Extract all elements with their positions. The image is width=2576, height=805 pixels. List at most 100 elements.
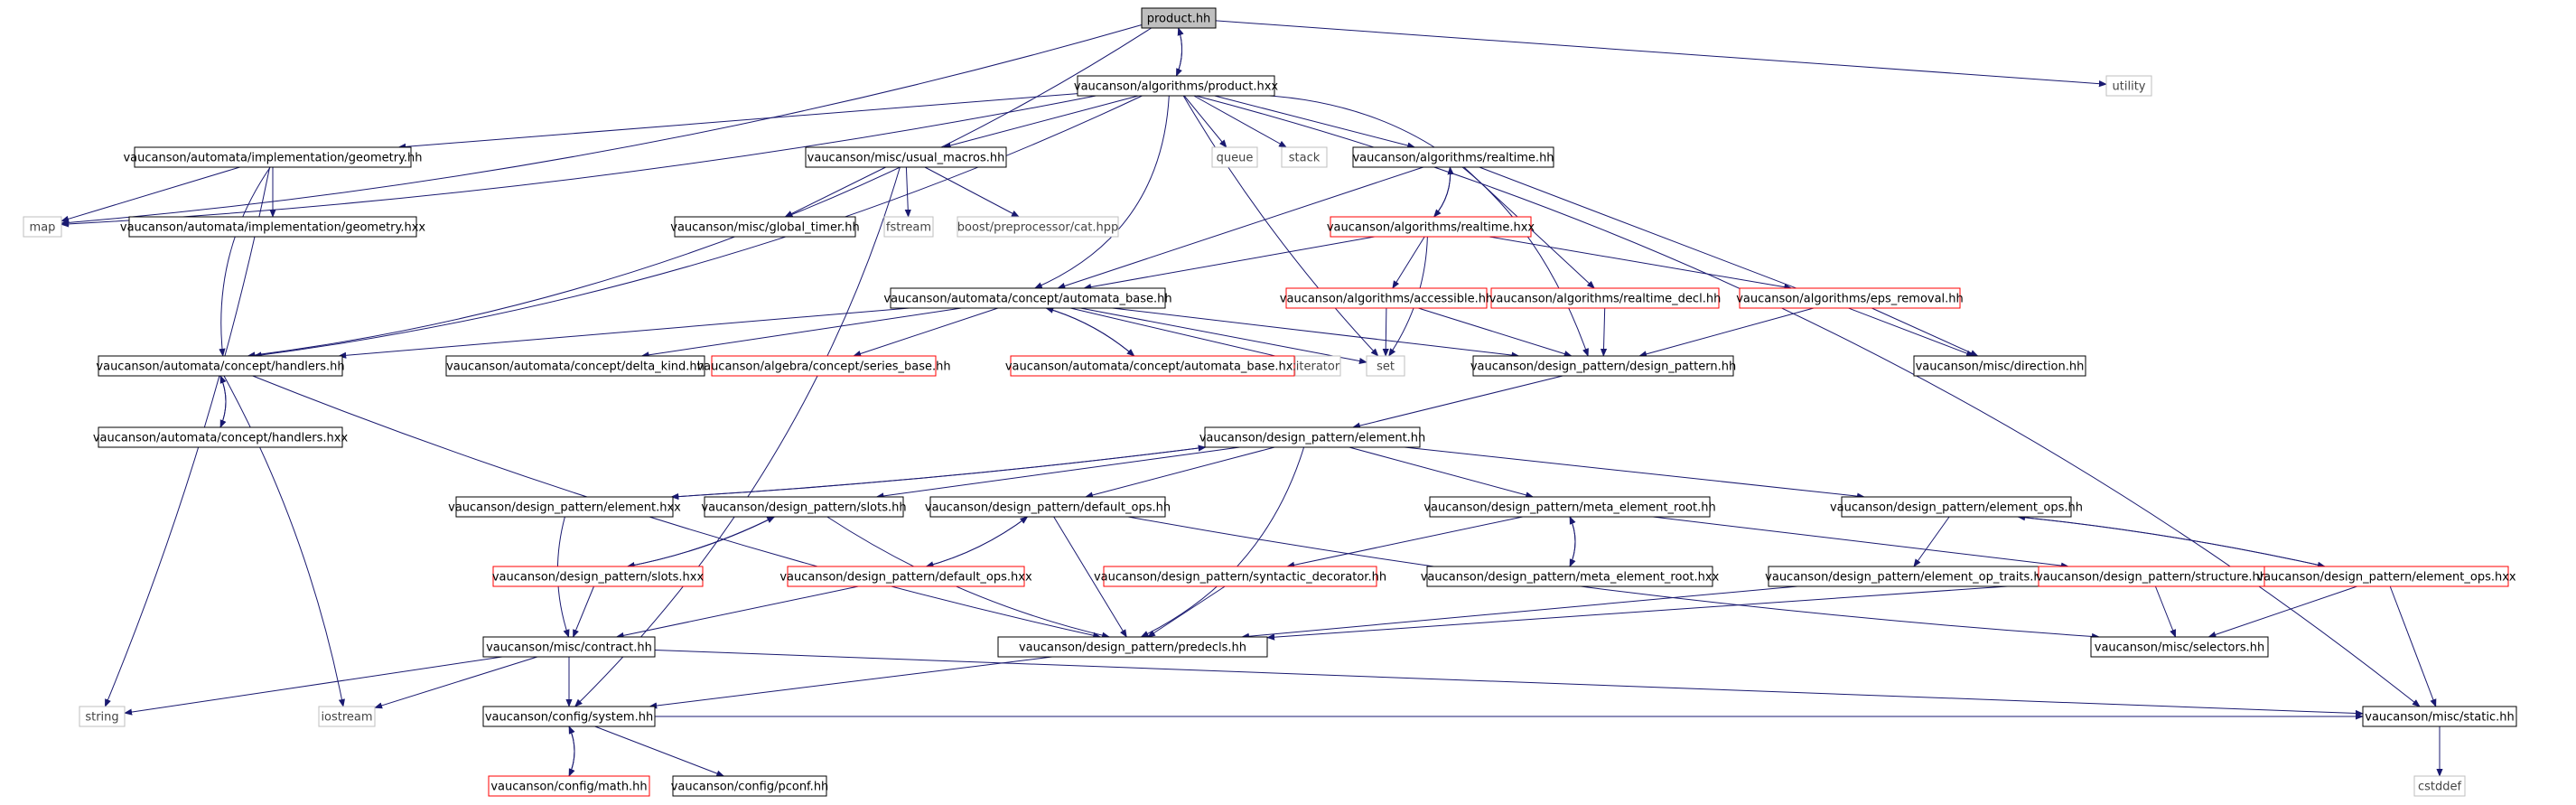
node-label: vaucanson/algorithms/realtime.hxx: [1327, 221, 1535, 235]
edge-product_hxx-to-usual_macros: [942, 95, 1139, 149]
node-label: boost/preprocessor/cat.hpp: [957, 221, 1118, 235]
node-geometry-hxx[interactable]: vaucanson/automata/implementation/geomet…: [120, 216, 426, 238]
node-accessible-hh[interactable]: vaucanson/algorithms/accessible.hh: [1280, 287, 1493, 309]
node-global-timer[interactable]: vaucanson/misc/global_timer.hh: [670, 216, 860, 238]
node-box: [997, 636, 1268, 658]
edge-product_hxx-to-handlers_hh: [253, 95, 1143, 359]
node-pconf-hh[interactable]: vaucanson/config/pconf.hh: [671, 775, 829, 797]
node-series-base[interactable]: vaucanson/algebra/concept/series_base.hh: [696, 355, 951, 377]
node-box: [98, 426, 343, 448]
node-selectors-hh[interactable]: vaucanson/misc/selectors.hh: [2090, 636, 2269, 658]
node-cstddef: cstddef: [2413, 775, 2466, 797]
edge-element_ops_hh-to-element_op_traits: [1913, 516, 1950, 567]
node-box: [482, 636, 656, 658]
node-automata-base-hxx[interactable]: vaucanson/automata/concept/automata_base…: [1005, 355, 1301, 377]
edge-product_hh-to-map: [61, 24, 1143, 227]
edge-element_hh-to-element_ops_hh: [1404, 446, 1865, 500]
node-queue: queue: [1211, 146, 1258, 168]
node-realtime-decl[interactable]: vaucanson/algorithms/realtime_decl.hh: [1489, 287, 1722, 309]
node-delta-kind[interactable]: vaucanson/automata/concept/delta_kind.hh: [445, 355, 705, 377]
node-slots-hh[interactable]: vaucanson/design_pattern/slots.hh: [701, 496, 907, 518]
node-box: [1010, 355, 1295, 377]
node-math-hh[interactable]: vaucanson/config/math.hh: [488, 775, 650, 797]
edge-default_ops_hh-to-selectors_hh: [1127, 516, 2100, 641]
node-slots-hxx[interactable]: vaucanson/design_pattern/slots.hxx: [492, 566, 705, 587]
node-label: set: [1377, 360, 1395, 374]
node-product-hh[interactable]: product.hh: [1141, 7, 1217, 29]
node-realtime-hxx[interactable]: vaucanson/algorithms/realtime.hxx: [1327, 216, 1535, 238]
node-element-hxx[interactable]: vaucanson/design_pattern/element.hxx: [448, 496, 681, 518]
node-box: [134, 146, 412, 168]
edge-geometry_hh-to-map: [61, 166, 240, 222]
node-element-ops-hh[interactable]: vaucanson/design_pattern/element_ops.hh: [1830, 496, 2083, 518]
node-box: [883, 216, 934, 238]
edge-design_pattern_hh-to-element_hh: [1351, 375, 1563, 429]
node-box: [128, 216, 417, 238]
node-box: [890, 287, 1166, 309]
node-label: vaucanson/design_pattern/design_pattern.…: [1470, 360, 1736, 374]
edge-usual_macros-to-boost_cat: [924, 166, 1020, 218]
edge-automata_base_hh-to-delta_kind: [640, 307, 962, 359]
node-static-hh[interactable]: vaucanson/misc/static.hh: [2362, 706, 2517, 727]
node-label: vaucanson/design_pattern/meta_element_ro…: [1423, 501, 1715, 515]
node-realtime-hh[interactable]: vaucanson/algorithms/realtime.hh: [1352, 146, 1554, 168]
node-label: vaucanson/config/pconf.hh: [671, 781, 829, 794]
edge-product_hxx-to-realtime_hh: [1214, 95, 1416, 149]
edge-element_ops_hh-to-element_ops_hxx: [2017, 516, 2326, 568]
node-default-ops-hh[interactable]: vaucanson/design_pattern/default_ops.hh: [925, 496, 1171, 518]
edge-realtime_hh-to-direction_hh: [1479, 166, 1975, 357]
node-box: [23, 216, 62, 238]
node-meta-element-root-hh[interactable]: vaucanson/design_pattern/meta_element_ro…: [1423, 496, 1716, 518]
node-box: [1103, 566, 1377, 587]
node-product-hxx[interactable]: vaucanson/algorithms/product.hxx: [1074, 75, 1279, 97]
edge-product_hxx-to-stack: [1193, 95, 1287, 148]
node-eps-removal[interactable]: vaucanson/algorithms/eps_removal.hh: [1736, 287, 1964, 309]
node-contract-hh[interactable]: vaucanson/misc/contract.hh: [482, 636, 656, 658]
node-element-hh[interactable]: vaucanson/design_pattern/element.hh: [1199, 426, 1426, 448]
node-box: [1077, 75, 1275, 97]
node-label: vaucanson/misc/usual_macros.hh: [807, 152, 1005, 165]
node-box: [711, 355, 937, 377]
node-box: [929, 496, 1166, 518]
node-label: vaucanson/automata/concept/automata_base…: [883, 293, 1171, 306]
node-label: vaucanson/misc/contract.hh: [486, 641, 652, 655]
node-label: map: [30, 221, 56, 235]
edge-product_hxx-to-geometry_hh: [397, 93, 1078, 150]
node-element-ops-hxx[interactable]: vaucanson/design_pattern/element_ops.hxx: [2256, 566, 2516, 587]
edge-product_hxx-to-map: [61, 95, 1097, 228]
node-box: [2105, 75, 2152, 97]
edge-realtime_hxx-to-automata_base_hh: [1083, 236, 1375, 291]
node-usual-macros[interactable]: vaucanson/misc/usual_macros.hh: [805, 146, 1007, 168]
node-box: [1739, 287, 1961, 309]
node-element-op-traits[interactable]: vaucanson/design_pattern/element_op_trai…: [1765, 566, 2049, 587]
node-predecls-hh[interactable]: vaucanson/design_pattern/predecls.hh: [997, 636, 1268, 658]
node-label: iterator: [1296, 360, 1340, 374]
edge-realtime_hxx-to-realtime_hh: [1433, 166, 1454, 218]
node-design-pattern-hh[interactable]: vaucanson/design_pattern/design_pattern.…: [1470, 355, 1736, 377]
node-system-hh[interactable]: vaucanson/config/system.hh: [482, 706, 656, 727]
edge-syntactic_decorator-to-predecls_hh: [1147, 585, 1226, 638]
node-syntactic-decorator[interactable]: vaucanson/design_pattern/syntactic_decor…: [1094, 566, 1386, 587]
node-geometry-hh[interactable]: vaucanson/automata/implementation/geomet…: [123, 146, 423, 168]
node-structure-hh[interactable]: vaucanson/design_pattern/structure.hh: [2036, 566, 2267, 587]
node-label: vaucanson/design_pattern/element_op_trai…: [1765, 571, 2049, 585]
node-direction-hh[interactable]: vaucanson/misc/direction.hh: [1913, 355, 2086, 377]
node-label: utility: [2113, 80, 2146, 94]
edge-automata_base_hh-to-design_pattern_hh: [1112, 307, 1520, 359]
node-box: [787, 566, 1025, 587]
edge-meta_element_root_hh-to-syntactic_decorator: [1286, 516, 1524, 568]
node-automata-base-hh[interactable]: vaucanson/automata/concept/automata_base…: [883, 287, 1172, 309]
edge-element_ops_hxx-to-selectors_hh: [2207, 585, 2357, 638]
edge-usual_macros-to-fstream: [904, 166, 911, 218]
nodes-layer: product.hh vaucanson/algorithms/product.h…: [23, 7, 2517, 797]
node-handlers-hh[interactable]: vaucanson/automata/concept/handlers.hh: [96, 355, 345, 377]
edge-product_hxx-to-product_hh: [1175, 27, 1184, 77]
node-box: [1366, 355, 1405, 377]
node-meta-element-root-hxx[interactable]: vaucanson/design_pattern/meta_element_ro…: [1421, 566, 1720, 587]
node-default-ops-hxx[interactable]: vaucanson/design_pattern/default_ops.hxx: [779, 566, 1032, 587]
node-box: [455, 496, 674, 518]
node-box: [1352, 146, 1554, 168]
node-label: vaucanson/misc/static.hh: [2365, 711, 2514, 725]
node-box: [672, 775, 827, 797]
node-handlers-hxx[interactable]: vaucanson/automata/concept/handlers.hxx: [93, 426, 349, 448]
